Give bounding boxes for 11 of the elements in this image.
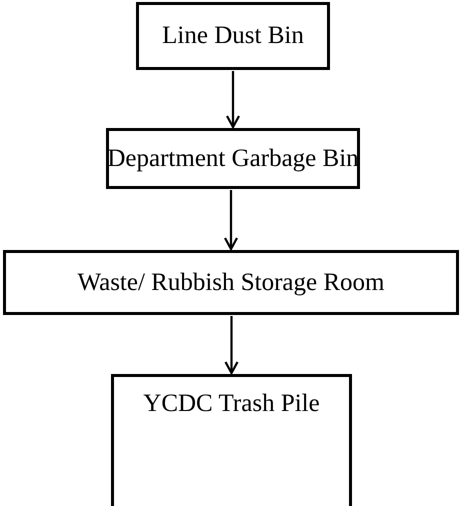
process-box bbox=[136, 2, 330, 70]
arrow bbox=[226, 71, 240, 128]
process-box bbox=[106, 128, 360, 189]
process-box bbox=[111, 374, 352, 506]
arrow bbox=[224, 316, 239, 374]
box-label: YCDC Trash Pile bbox=[143, 389, 320, 420]
process-box bbox=[3, 250, 459, 315]
box-label: Department Garbage Bin bbox=[107, 144, 359, 174]
box-label: Line Dust Bin bbox=[162, 21, 304, 52]
arrow bbox=[224, 190, 238, 250]
box-label: Waste/ Rubbish Storage Room bbox=[78, 268, 384, 298]
